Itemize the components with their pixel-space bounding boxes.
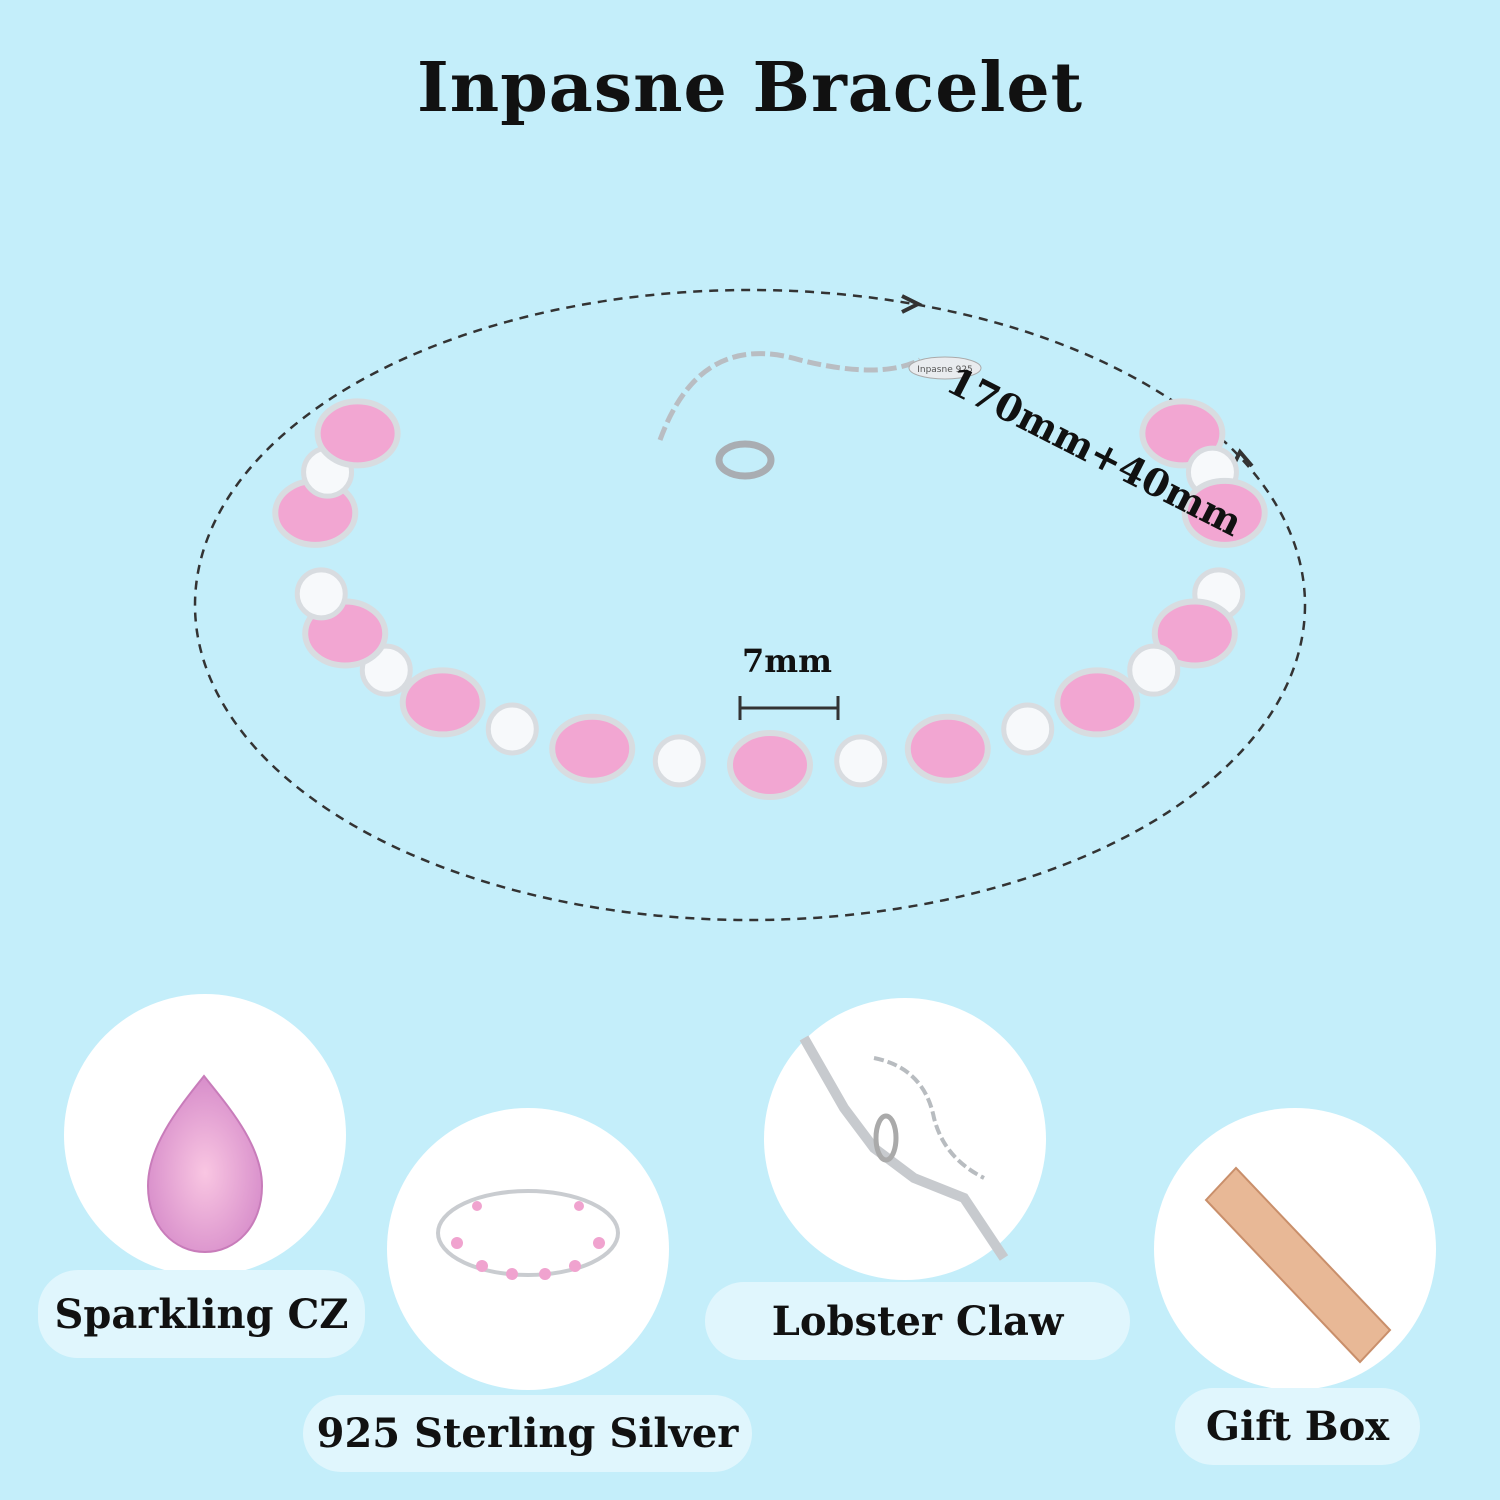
feature-label-sterling-silver: 925 Sterling Silver bbox=[303, 1395, 752, 1472]
feature-label-sparkling-cz: Sparkling CZ bbox=[38, 1270, 365, 1358]
extension-chain bbox=[657, 351, 922, 441]
pink-stone bbox=[314, 398, 401, 469]
lobster-clasp bbox=[715, 440, 775, 480]
feature-circle-gem bbox=[64, 994, 346, 1276]
feature-circle-giftbox bbox=[1154, 1108, 1436, 1390]
pink-stone bbox=[549, 713, 636, 784]
pink-stone bbox=[1054, 667, 1141, 738]
feature-label-gift-box: Gift Box bbox=[1175, 1388, 1420, 1465]
white-stone bbox=[1127, 643, 1181, 697]
brand-tag-text: Inpasne 925 bbox=[917, 365, 973, 375]
feature-circle-clasp bbox=[764, 998, 1046, 1280]
lobster-clasp-icon bbox=[799, 1035, 1009, 1261]
brand-tag bbox=[908, 356, 982, 380]
white-stone bbox=[834, 734, 888, 788]
bracelet-thumbnail-icon bbox=[436, 1189, 620, 1280]
white-stone bbox=[1001, 702, 1055, 756]
feature-circle-bracelet bbox=[387, 1108, 669, 1390]
feature-label-lobster-claw: Lobster Claw bbox=[705, 1282, 1130, 1360]
pink-teardrop-gem-icon bbox=[146, 1074, 264, 1254]
white-stone bbox=[294, 567, 348, 621]
bracelet-image: Inpasne 925 bbox=[272, 351, 1268, 800]
pink-stone bbox=[1181, 477, 1268, 548]
width-bracket bbox=[738, 696, 840, 720]
page-title: Inpasne Bracelet bbox=[416, 48, 1084, 128]
pink-stone bbox=[904, 713, 991, 784]
pink-stone bbox=[399, 667, 486, 738]
length-dashed-ellipse bbox=[193, 288, 1307, 922]
pink-stone bbox=[1151, 598, 1238, 669]
white-stone bbox=[652, 734, 706, 788]
gift-box-icon bbox=[1204, 1166, 1392, 1364]
pink-stone bbox=[727, 730, 813, 800]
white-stone bbox=[485, 702, 539, 756]
width-label: 7mm bbox=[742, 642, 832, 680]
arrow-right-icon bbox=[901, 294, 923, 314]
